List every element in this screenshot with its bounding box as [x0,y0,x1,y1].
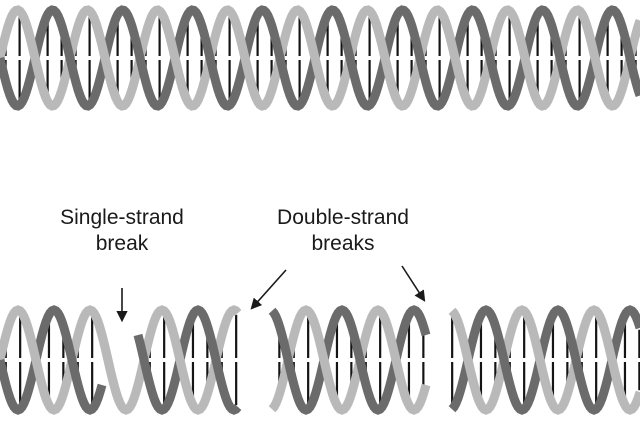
single-strand-label-line-2: break [95,232,149,255]
backbone-strand-light-front [158,12,191,101]
backbone-strand-dark [0,305,107,415]
backbone-strand-light-front [450,312,484,403]
backbone-strand-light-front [18,12,51,101]
damaged-dna-helix [0,305,640,415]
backbone-front-segments [18,312,628,403]
backbone-strand-light-front [228,12,261,101]
backbone-strand-dark [268,305,431,415]
backbone-strand-light-front [18,312,52,403]
double-strand-label-line-1: Double-strand [277,206,409,229]
single-strand-break-label: Single-strand break [36,205,208,257]
double-strand-label-line-2: breaks [311,232,375,255]
backbone-front-segments [18,12,611,101]
backbone-strand-light-front [508,12,541,101]
backbone-strand-light-front [578,12,611,101]
backbone-strand-light-front [162,312,196,403]
double-strand-breaks-label: Double-strand breaks [248,205,438,257]
backbone-strand-light-front [438,12,471,101]
backbone-strand-light-front [368,12,401,101]
backbone-strand-light-front [522,312,556,403]
arrow-icon [401,265,426,302]
backbone-strand-dark [133,305,242,415]
backbone-strand-light-front [88,12,121,101]
backbone-strand-light-front [594,312,628,403]
backbone-strand-dark [448,305,640,415]
break-arrows [116,265,426,323]
backbone-strand-light-front [306,312,340,403]
intact-dna-helix [0,5,640,111]
backbone-strand-light-front [298,12,331,101]
arrow-icon [250,269,287,310]
backbone-strand-light-front [378,312,412,403]
backbone-strand-light-front [90,312,124,403]
single-strand-label-line-1: Single-strand [60,206,184,229]
